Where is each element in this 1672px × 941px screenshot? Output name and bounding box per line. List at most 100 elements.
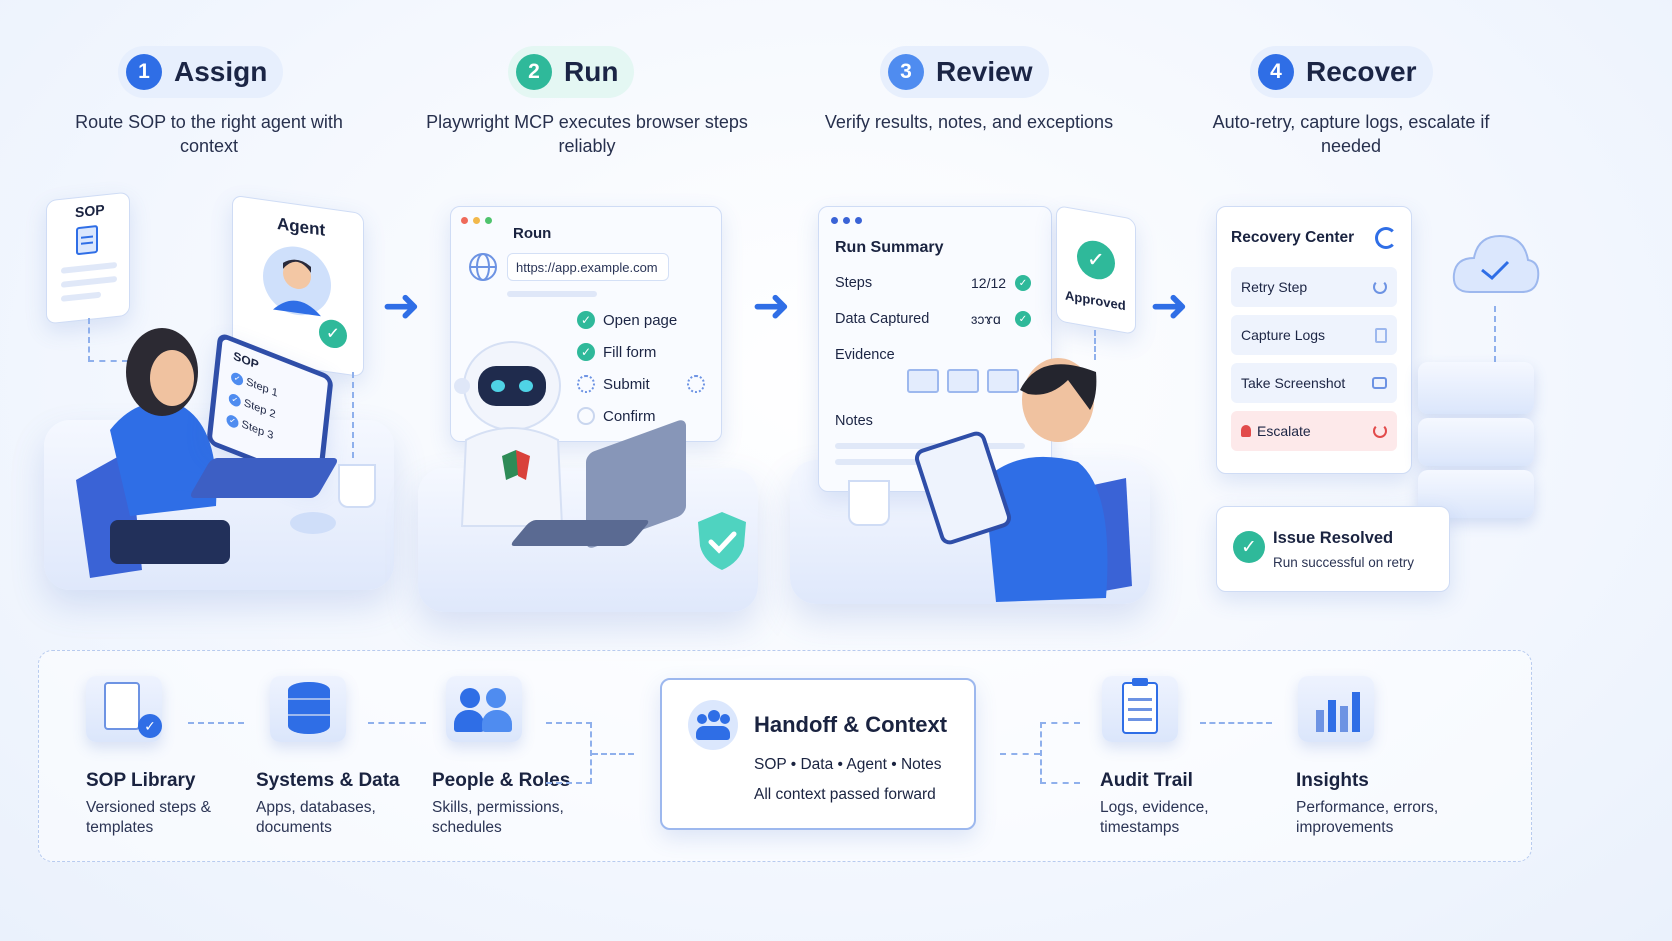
spinner-icon [577,375,595,393]
clipboard-icon [1102,676,1178,742]
bottom-item-subtitle: Versioned steps & templates [86,799,211,836]
bottom-item-title: Systems & Data [256,770,400,791]
window-controls [461,217,492,224]
server-icon [1418,362,1534,414]
action-capture-logs[interactable]: Capture Logs [1231,315,1397,355]
stage-title: Recover [1306,56,1417,87]
stage-assign-header: 1 Assign [118,46,284,98]
dashed-connector [592,753,634,755]
summary-row-label: Notes [835,413,873,429]
summary-title: Run Summary [835,239,944,256]
robot-keyboard [509,520,651,546]
sop-library-icon: ✓ [86,676,162,742]
image-icon [907,369,939,393]
run-summary-card: Run Summary Steps 12/12 ✓ Data Captured … [818,206,1052,492]
stage-number: 4 [1258,54,1294,90]
dashed-connector [368,722,426,724]
summary-row-value: ɜɔɤɑ [971,311,1001,327]
bottom-item-subtitle: Performance, errors, improvements [1296,799,1439,836]
stage-title: Run [564,56,619,87]
handoff-line: All context passed forward [754,786,936,803]
mug-icon [848,480,890,526]
stage-description: Auto-retry, capture logs, escalate if ne… [1212,112,1490,156]
stage-description: Route SOP to the right agent with contex… [75,112,343,156]
server-icon [1418,418,1534,466]
stage-title: Assign [174,56,268,87]
mug-icon [338,464,376,508]
bottom-item-subtitle: Apps, databases, documents [256,799,376,836]
bottom-item-subtitle: Logs, evidence, timestamps [1100,799,1209,836]
dashed-connector [546,722,592,784]
url-bar[interactable]: https://app.example.com [507,253,669,281]
stage-number: 1 [126,54,162,90]
sop-label: SOP [75,201,105,221]
database-icon [270,676,346,742]
bottom-item-title: SOP Library [86,770,196,791]
robot-icon [454,341,564,527]
window-controls [831,217,862,224]
sop-document-card: SOP [46,191,130,325]
dashed-connector [1040,722,1080,784]
run-step-submit: Submit [577,375,650,393]
bottom-item-subtitle: Skills, permissions, schedules [432,799,564,836]
summary-row-label: Data Captured [835,311,930,327]
check-icon: ✓ [1015,275,1031,291]
refresh-icon [1373,280,1387,294]
document-icon [1375,327,1387,343]
bottom-item-title: Audit Trail [1100,770,1193,791]
flow-arrow-icon: ➜ [752,279,791,331]
handoff-title: Handoff & Context [754,712,948,737]
flow-arrow-icon: ➜ [1150,279,1189,331]
resolved-title: Issue Resolved [1273,529,1394,547]
handoff-line: SOP • Data • Agent • Notes [754,756,942,773]
empty-circle-icon [577,407,595,425]
stage-recover-header: 4 Recover [1250,46,1433,98]
summary-row-label: Steps [835,275,873,291]
image-icon [987,369,1019,393]
evidence-thumbnails[interactable] [907,369,1019,393]
bottom-item-title: Insights [1296,770,1369,791]
check-icon: ✓ [1015,311,1031,327]
document-icon [76,225,98,255]
check-icon: ✓ [1077,237,1115,283]
people-icon [446,676,522,742]
agent-avatar-icon [263,246,331,317]
run-step-confirm: Confirm [577,407,656,425]
stage-description: Verify results, notes, and exceptions [824,112,1114,132]
check-icon: ✓ [577,311,595,329]
check-icon: ✓ [1233,531,1265,563]
stage-number: 2 [516,54,552,90]
issue-resolved-card: ✓ Issue Resolved Run successful on retry [1216,506,1450,592]
window-title: Roun [513,225,552,242]
person-icon [1241,425,1251,437]
approved-label: Approved [1065,287,1126,314]
action-retry-step[interactable]: Retry Step [1231,267,1397,307]
laptop-sop-title: SOP [232,348,260,373]
shield-icon [698,512,746,570]
stage-run-header: 2 Run [508,46,635,98]
action-escalate[interactable]: Escalate [1231,411,1397,451]
stage-description: Playwright MCP executes browser steps re… [426,112,748,156]
laptop-keyboard [188,458,340,498]
dashed-connector [1000,753,1040,755]
action-take-screenshot[interactable]: Take Screenshot [1231,363,1397,403]
globe-icon [469,253,497,281]
dashed-connector [188,722,244,724]
recovery-title: Recovery Center [1231,229,1355,246]
summary-row-value: 12/12 [971,275,1007,291]
run-step-open-page: ✓Open page [577,311,677,329]
team-icon [688,700,738,750]
recovery-center-card: Recovery Center Retry Step Capture Logs … [1216,206,1412,474]
bottom-item-title: People & Roles [432,770,571,791]
stage-number: 3 [888,54,924,90]
refresh-icon [1375,227,1397,249]
spinner-icon [687,375,705,393]
dashed-connector [1200,722,1272,724]
approved-card: ✓ Approved [1056,204,1136,336]
stage-title: Review [936,56,1033,87]
handoff-context-card: Handoff & Context SOP • Data • Agent • N… [660,678,976,830]
cloud-icon [1452,234,1540,293]
image-icon [947,369,979,393]
check-icon: ✓ [577,343,595,361]
run-step-fill-form: ✓Fill form [577,343,656,361]
